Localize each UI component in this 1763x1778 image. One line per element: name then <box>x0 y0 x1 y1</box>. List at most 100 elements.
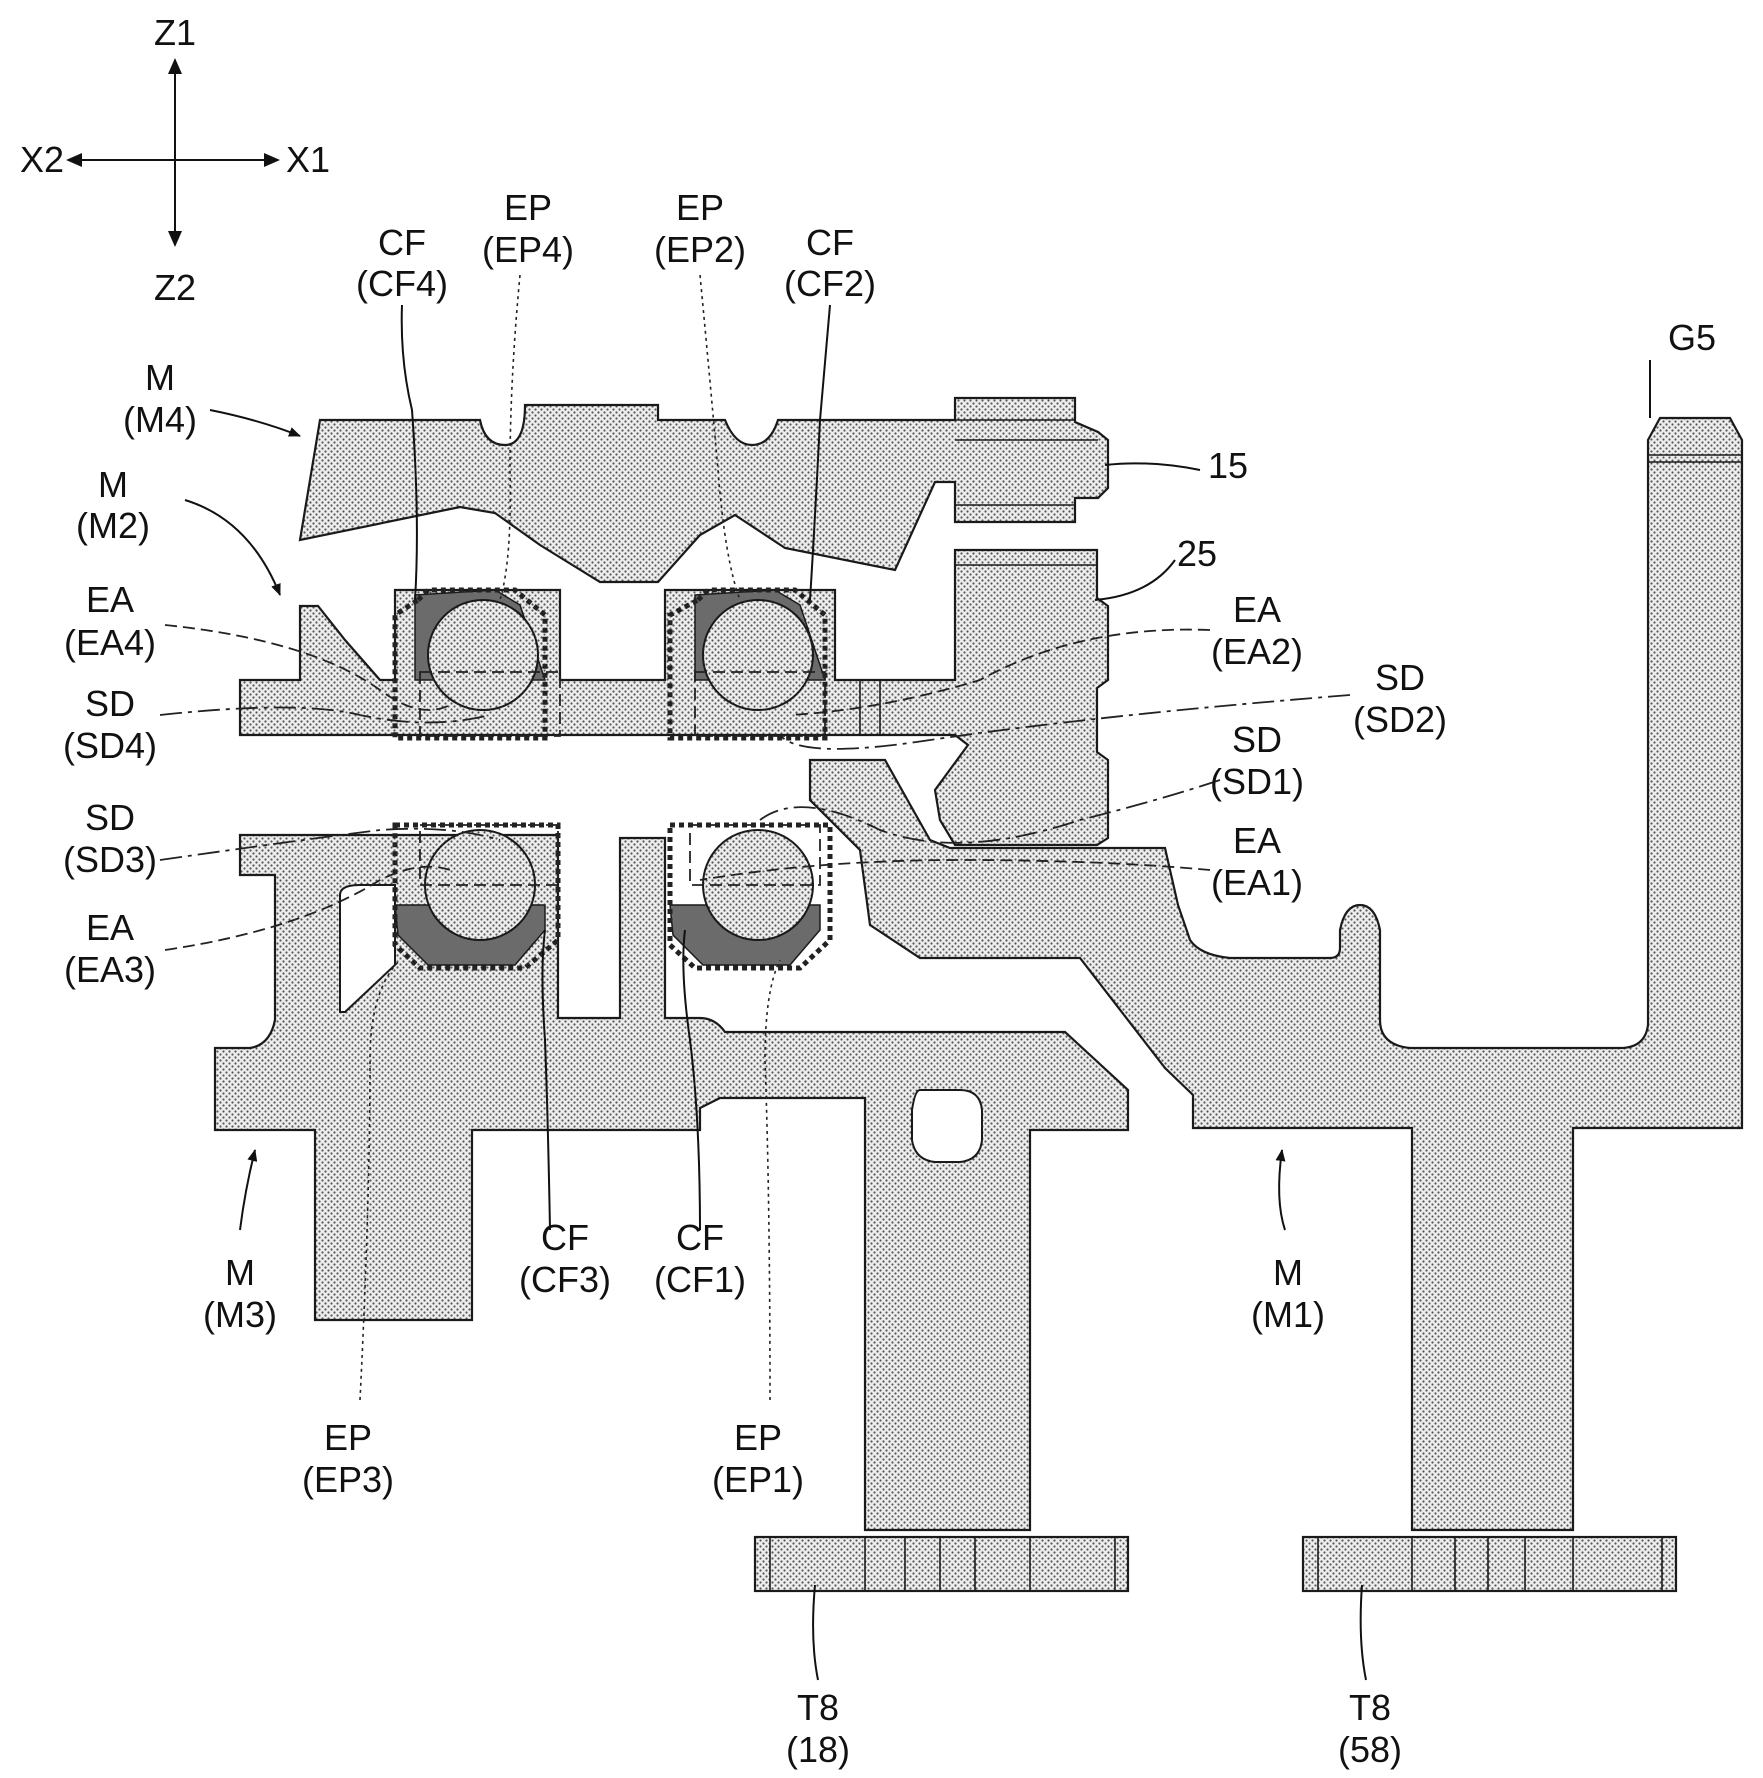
part-m2 <box>238 548 1110 847</box>
terminal-t8-58-ribs <box>1317 1537 1663 1591</box>
label-ep4-id: (EP4) <box>482 229 574 270</box>
terminal-t8-18-ribs <box>769 1537 1116 1591</box>
label-ea1: EA <box>1233 820 1281 861</box>
label-ea1-id: (EA1) <box>1211 862 1303 903</box>
label-m1: M <box>1273 1252 1303 1293</box>
t8-18-leader <box>812 1584 819 1681</box>
ea3-leader <box>164 865 451 951</box>
label-t8-right-id: (58) <box>1338 1729 1402 1770</box>
label-m2: M <box>98 464 128 505</box>
m1-arrow <box>1275 1149 1286 1231</box>
label-sd2: SD <box>1375 657 1425 698</box>
label-25: 25 <box>1177 533 1217 574</box>
n25-leader <box>1094 559 1176 601</box>
label-m1-id: (M1) <box>1251 1294 1325 1335</box>
x2-arrowhead <box>66 153 82 167</box>
z1-arrowhead <box>168 58 182 74</box>
sd3-leader <box>159 827 501 861</box>
m1-body <box>808 416 1744 1532</box>
label-t8-right: T8 <box>1349 1687 1391 1728</box>
terminal-t8-18 <box>753 1535 1130 1593</box>
label-sd4: SD <box>85 683 135 724</box>
m2-arrow <box>184 499 281 596</box>
contact-cf1 <box>667 822 833 971</box>
ea1-leader <box>699 859 1211 881</box>
label-m2-id: (M2) <box>76 505 150 546</box>
label-ep3: EP <box>324 1417 372 1458</box>
label-ep1-id: (EP1) <box>712 1459 804 1500</box>
t8-58-leader <box>1359 1584 1367 1681</box>
terminal-t8-58 <box>1301 1535 1678 1593</box>
label-ep3-id: (EP3) <box>302 1459 394 1500</box>
label-cf1-id: (CF1) <box>654 1259 746 1300</box>
label-ep4: EP <box>504 187 552 228</box>
label-ep2: EP <box>676 187 724 228</box>
label-cf4-id: (CF4) <box>356 263 448 304</box>
label-ea3-id: (EA3) <box>64 949 156 990</box>
label-m4: M <box>145 357 175 398</box>
label-t8-left-id: (18) <box>786 1729 850 1770</box>
labels: CF (CF4) EP (EP4) EP (EP2) CF (CF2) G5 M… <box>63 187 1716 1770</box>
label-g5: G5 <box>1668 317 1716 358</box>
m4-arrow <box>209 409 301 437</box>
label-ep1: EP <box>734 1417 782 1458</box>
cf3-leader <box>541 929 551 1231</box>
label-sd2-id: (SD2) <box>1353 699 1447 740</box>
ea1-hidden <box>689 824 821 886</box>
cf4-leader <box>400 304 418 601</box>
label-ea4: EA <box>86 579 134 620</box>
label-cf2-id: (CF2) <box>784 263 876 304</box>
label-sd1-id: (SD1) <box>1210 761 1304 802</box>
label-ea2: EA <box>1233 589 1281 630</box>
z2-arrowhead <box>168 231 182 247</box>
x2-label: X2 <box>20 139 64 180</box>
label-ea4-id: (EA4) <box>64 622 156 663</box>
label-cf4: CF <box>378 222 426 263</box>
ep2-circle <box>702 599 814 711</box>
m3-hole <box>911 1089 983 1163</box>
z2-label: Z2 <box>154 267 196 308</box>
label-m4-id: (M4) <box>123 399 197 440</box>
ep4-circle <box>427 599 539 711</box>
label-cf3: CF <box>541 1217 589 1258</box>
ea2-hidden <box>694 671 826 737</box>
ep1-leader <box>764 959 781 1401</box>
label-ea2-id: (EA2) <box>1211 631 1303 672</box>
axis-indicator: Z1 Z2 X2 X1 <box>20 12 330 308</box>
m3-window <box>339 884 396 1013</box>
label-ea3: EA <box>86 907 134 948</box>
ea4-hidden <box>419 671 561 737</box>
label-sd3-id: (SD3) <box>63 839 157 880</box>
cf2-leader <box>809 304 831 601</box>
ep4-leader <box>499 274 521 601</box>
part-m3 <box>213 833 1130 1593</box>
m3-arrow <box>239 1149 258 1231</box>
label-15: 15 <box>1208 445 1248 486</box>
label-cf3-id: (CF3) <box>519 1259 611 1300</box>
sd1-leader <box>759 779 1221 844</box>
x1-arrowhead <box>264 153 280 167</box>
m4-body <box>298 396 1110 584</box>
contact-cf4 <box>392 587 548 741</box>
m3-body <box>213 833 1130 1532</box>
sd4-leader <box>159 706 491 724</box>
ep3-leader <box>359 959 401 1401</box>
label-sd1: SD <box>1232 719 1282 760</box>
z1-label: Z1 <box>154 12 196 53</box>
label-sd4-id: (SD4) <box>63 725 157 766</box>
label-t8-left: T8 <box>797 1687 839 1728</box>
ea4-leader <box>164 624 451 711</box>
label-sd3: SD <box>85 797 135 838</box>
m2-body <box>238 548 1110 847</box>
sd2-leader <box>779 694 1351 750</box>
ep2-leader <box>699 274 741 601</box>
part-m4 <box>298 396 1110 584</box>
label-cf1: CF <box>676 1217 724 1258</box>
label-cf2: CF <box>806 222 854 263</box>
ea3-hidden <box>419 824 559 886</box>
label-m3-id: (M3) <box>203 1294 277 1335</box>
cf4-outline <box>392 587 548 741</box>
ea2-leader <box>789 628 1211 716</box>
